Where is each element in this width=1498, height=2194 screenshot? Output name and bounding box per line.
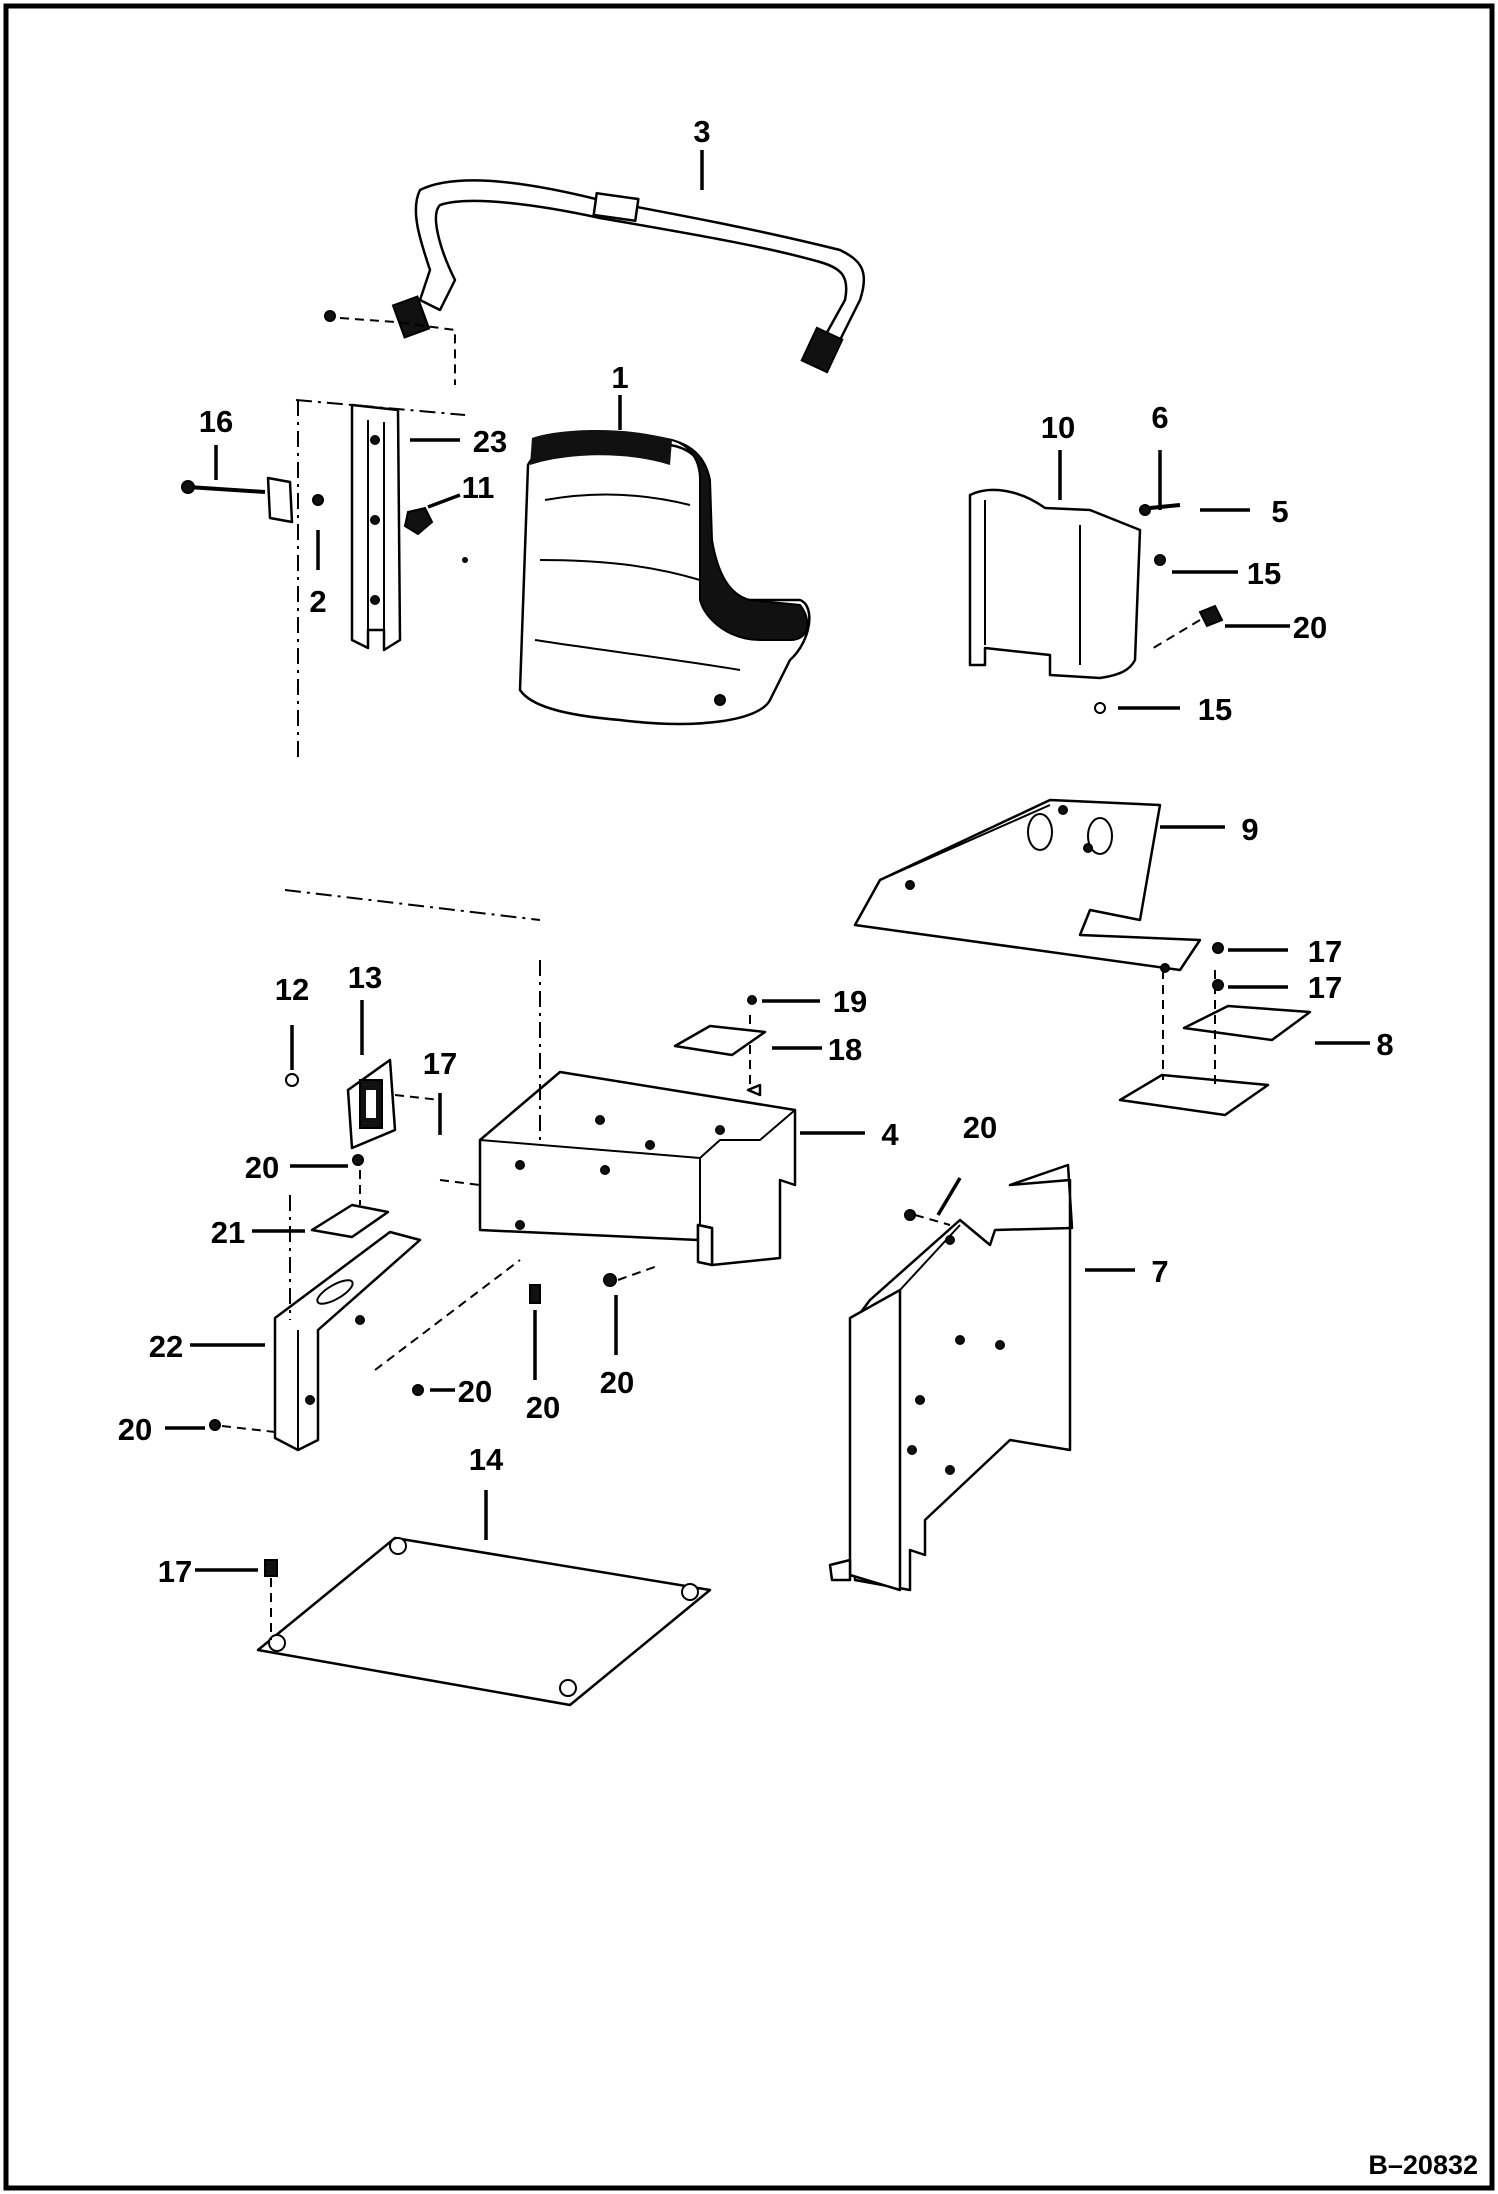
seat-mounting-plate <box>853 798 1202 973</box>
bolt-assembly-16 <box>181 399 468 760</box>
seat-belt <box>324 179 866 385</box>
callout-7: 7 <box>1151 1254 1168 1289</box>
callout-20-g: 20 <box>963 1110 997 1145</box>
callout-5: 5 <box>1271 494 1288 529</box>
leader-lines <box>165 150 1370 1572</box>
callout-17-a: 17 <box>1308 934 1342 969</box>
cover-plate-18 <box>673 995 767 1057</box>
callout-20-d: 20 <box>118 1412 152 1447</box>
callout-18: 18 <box>828 1032 862 1067</box>
construction-line <box>284 889 541 921</box>
side-bracket <box>209 1154 521 1452</box>
callout-20-e: 20 <box>526 1390 560 1425</box>
callout-9: 9 <box>1241 812 1258 847</box>
callout-20-c: 20 <box>458 1374 492 1409</box>
drawing-border <box>3 3 1495 2191</box>
callout-6: 6 <box>1151 400 1168 435</box>
box-fasteners <box>529 1264 661 1304</box>
callout-12: 12 <box>275 972 309 1007</box>
callout-4: 4 <box>881 1117 899 1152</box>
callout-22: 22 <box>149 1329 183 1364</box>
belt-buckle <box>592 191 640 223</box>
floor-plate <box>256 1536 712 1707</box>
drawing-code: B–20832 <box>1368 2150 1478 2180</box>
callout-23: 23 <box>473 424 507 459</box>
callout-3: 3 <box>693 114 710 149</box>
callout-21: 21 <box>211 1215 245 1250</box>
seat <box>518 430 811 726</box>
callout-17-c: 17 <box>423 1046 457 1081</box>
callout-1: 1 <box>611 360 628 395</box>
side-panel <box>828 1163 1074 1592</box>
callout-14: 14 <box>469 1442 504 1477</box>
callout-17-d: 17 <box>158 1554 192 1589</box>
callout-2: 2 <box>309 584 326 619</box>
callout-20-b: 20 <box>245 1150 279 1185</box>
callout-15-lower: 15 <box>1198 692 1232 727</box>
seat-rail <box>350 403 402 652</box>
callout-20-f: 20 <box>600 1365 634 1400</box>
seat-back-panel <box>968 488 1224 714</box>
callout-11: 11 <box>462 470 495 505</box>
callout-17-b: 17 <box>1308 970 1342 1005</box>
callout-labels: 3 1 16 23 11 2 10 6 5 15 20 15 9 17 17 8… <box>118 114 1478 2180</box>
callout-19: 19 <box>833 984 867 1019</box>
callout-13: 13 <box>348 960 382 995</box>
callout-16: 16 <box>199 404 233 439</box>
callout-20-upper: 20 <box>1293 610 1327 645</box>
callout-10: 10 <box>1041 410 1075 445</box>
spacer-plates <box>1118 942 1312 1117</box>
callout-15-upper: 15 <box>1247 556 1281 591</box>
callout-8: 8 <box>1376 1027 1393 1062</box>
latch <box>285 1058 441 1150</box>
seat-box <box>439 1015 797 1267</box>
